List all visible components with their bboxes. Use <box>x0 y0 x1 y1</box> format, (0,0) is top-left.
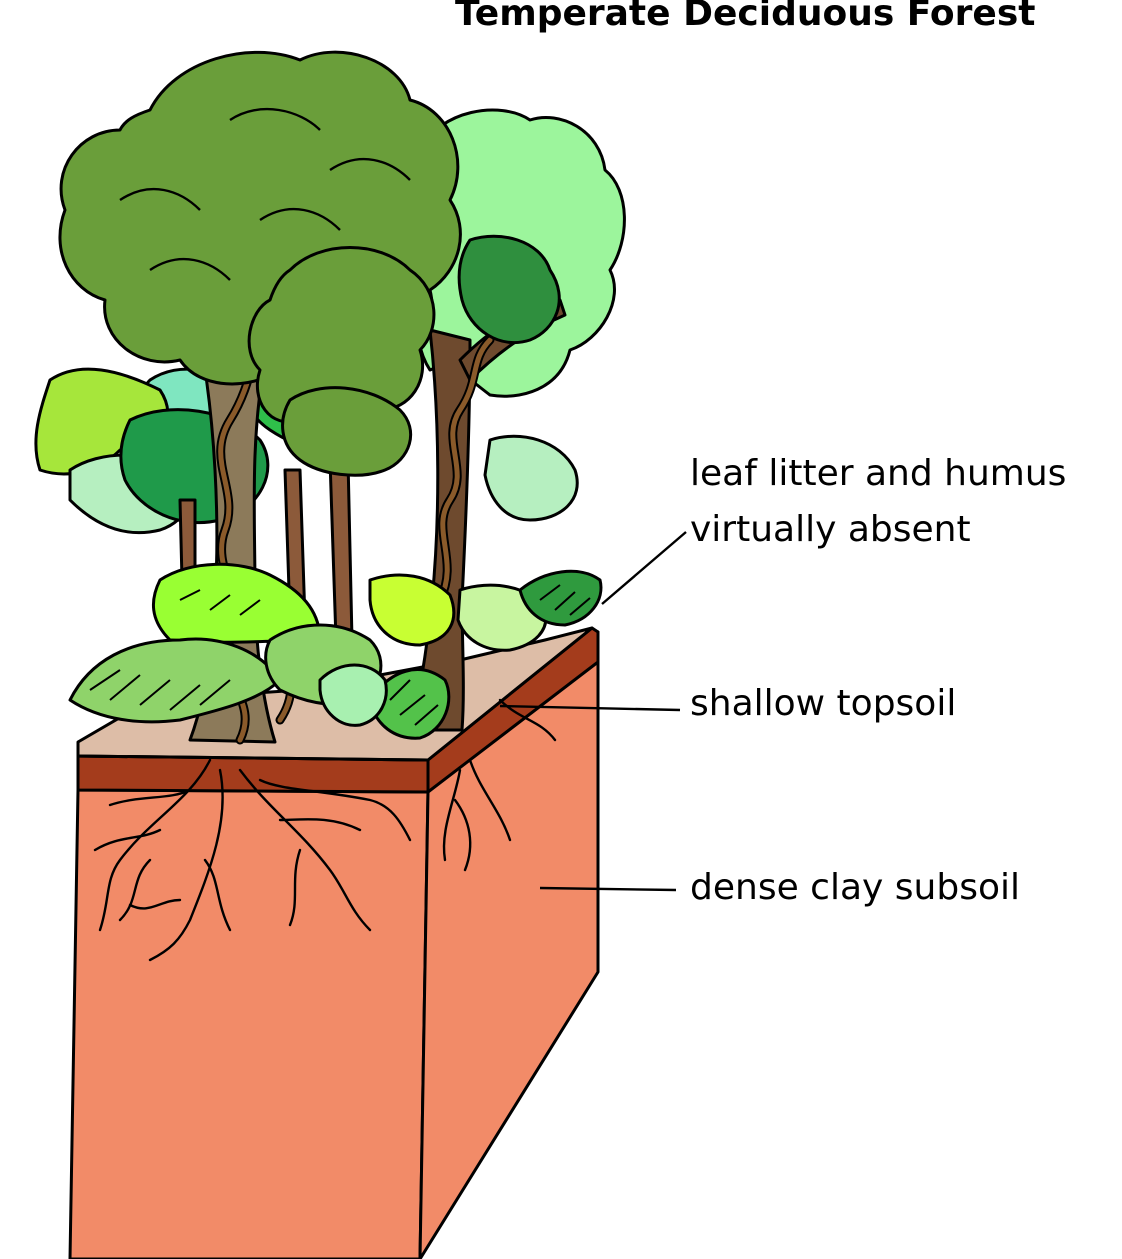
label-leaf-litter: leaf litter and humus virtually absent <box>690 446 1066 558</box>
leader-line-litter <box>602 532 686 604</box>
subsoil-front-face <box>70 790 428 1259</box>
diagram-title: Temperate Deciduous Forest <box>455 0 1122 36</box>
pale-canopy-right <box>485 436 577 520</box>
label-leaf-litter-line1: leaf litter and humus <box>690 446 1066 502</box>
label-subsoil: dense clay subsoil <box>690 860 1020 916</box>
thin-trunk-1 <box>330 460 352 640</box>
label-topsoil: shallow topsoil <box>690 676 956 732</box>
label-leaf-litter-line2: virtually absent <box>690 502 1066 558</box>
